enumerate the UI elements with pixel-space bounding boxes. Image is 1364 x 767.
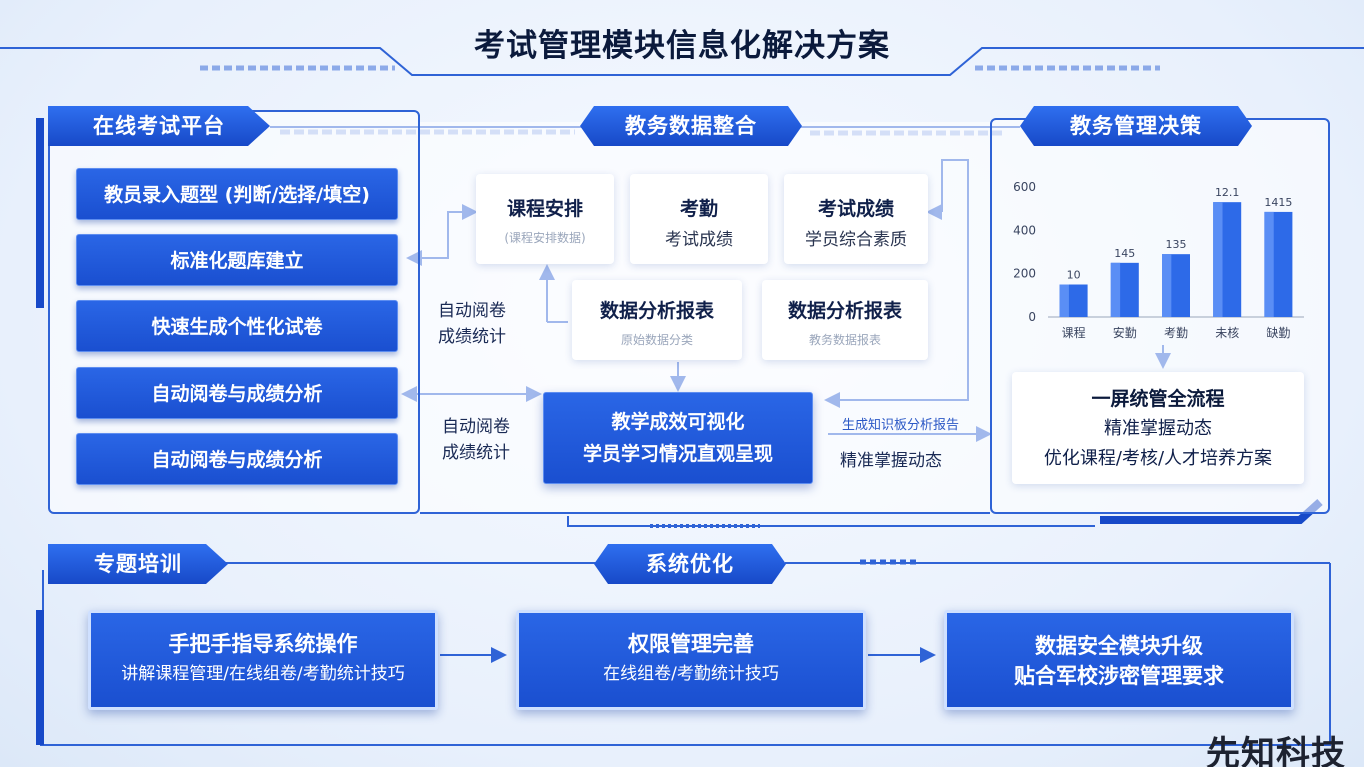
security-box[interactable]: 数据安全模块升级 贴合军校涉密管理要求 [944, 610, 1294, 710]
chart-x-tick-label: 考勤 [1164, 326, 1188, 340]
btn-auto-grading-1[interactable]: 自动阅卷与成绩分析 [76, 367, 398, 419]
dynamic-arrow-label: 精准掌握动态 [840, 451, 942, 471]
tag-decision: 教务管理决策 [1020, 106, 1252, 146]
decision-bar-chart: 0 200 400 600 10 课程 145 安勤 135 考勤 12.1 未核 1415 缺勤 [1013, 180, 1304, 340]
chart-bar-highlight [1059, 284, 1069, 317]
visualization-box[interactable]: 教学成效可视化 学员学习情况直观呈现 [543, 392, 813, 484]
chart-bar-highlight [1264, 211, 1274, 317]
card-scores[interactable]: 考试成绩 学员综合素质 [784, 174, 928, 264]
side-label-lower: 自动阅卷 成绩统计 [442, 417, 510, 463]
chart-data-label: 135 [1166, 238, 1187, 251]
permission-box[interactable]: 权限管理完善 在线组卷/考勤统计技巧 [516, 610, 866, 710]
btn-generate-paper[interactable]: 快速生成个性化试卷 [76, 300, 398, 352]
side-label-upper: 自动阅卷 成绩统计 [438, 301, 506, 347]
chart-data-label: 10 [1067, 269, 1081, 282]
chart-x-tick-label: 未核 [1215, 326, 1239, 340]
chart-bar-highlight [1213, 202, 1223, 317]
chart-x-tick-label: 安勤 [1113, 325, 1137, 340]
chart-data-label: 12.1 [1215, 186, 1240, 199]
training-box[interactable]: 手把手指导系统操作 讲解课程管理/在线组卷/考勤统计技巧 [88, 610, 438, 710]
report-arrow-label: 生成知识板分析报告 [842, 418, 960, 433]
chart-x-tick-label: 课程 [1062, 325, 1086, 340]
chart-bar-highlight [1162, 254, 1172, 317]
tag-data-integration: 教务数据整合 [580, 106, 802, 146]
bottom-left-accent [42, 570, 44, 610]
page-title: 考试管理模块信息化解决方案 [474, 28, 890, 64]
chart-y-tick-label: 200 [1013, 267, 1036, 281]
btn-auto-grading-2[interactable]: 自动阅卷与成绩分析 [76, 433, 398, 485]
tag-online-exam: 在线考试平台 [48, 106, 270, 146]
card-course[interactable]: 课程安排 (课程安排数据) [476, 174, 614, 264]
tag-training: 专题培训 [48, 544, 228, 584]
chart-data-label: 145 [1114, 247, 1135, 260]
result-card: 一屏统管全流程 精准掌握动态 优化课程/考核/人才培养方案 [1012, 372, 1304, 484]
chart-y-tick-label: 0 [1028, 310, 1036, 324]
chart-x-tick-label: 缺勤 [1266, 325, 1290, 340]
card-attendance[interactable]: 考勤 考试成绩 [630, 174, 768, 264]
card-report-1[interactable]: 数据分析报表 原始数据分类 [572, 280, 742, 360]
card-report-2[interactable]: 数据分析报表 教务数据报表 [762, 280, 928, 360]
btn-question-bank[interactable]: 标准化题库建立 [76, 234, 398, 286]
tag-optimization: 系统优化 [594, 544, 786, 584]
btn-question-entry[interactable]: 教员录入题型 (判断/选择/填空) [76, 168, 398, 220]
chart-bar-highlight [1110, 262, 1121, 317]
chart-y-tick-label: 600 [1013, 180, 1036, 194]
left-accent-bar [36, 118, 44, 308]
chart-data-label: 1415 [1264, 196, 1292, 209]
chart-y-tick-label: 400 [1013, 223, 1036, 237]
watermark-logo: 先知科技 [1206, 734, 1346, 767]
